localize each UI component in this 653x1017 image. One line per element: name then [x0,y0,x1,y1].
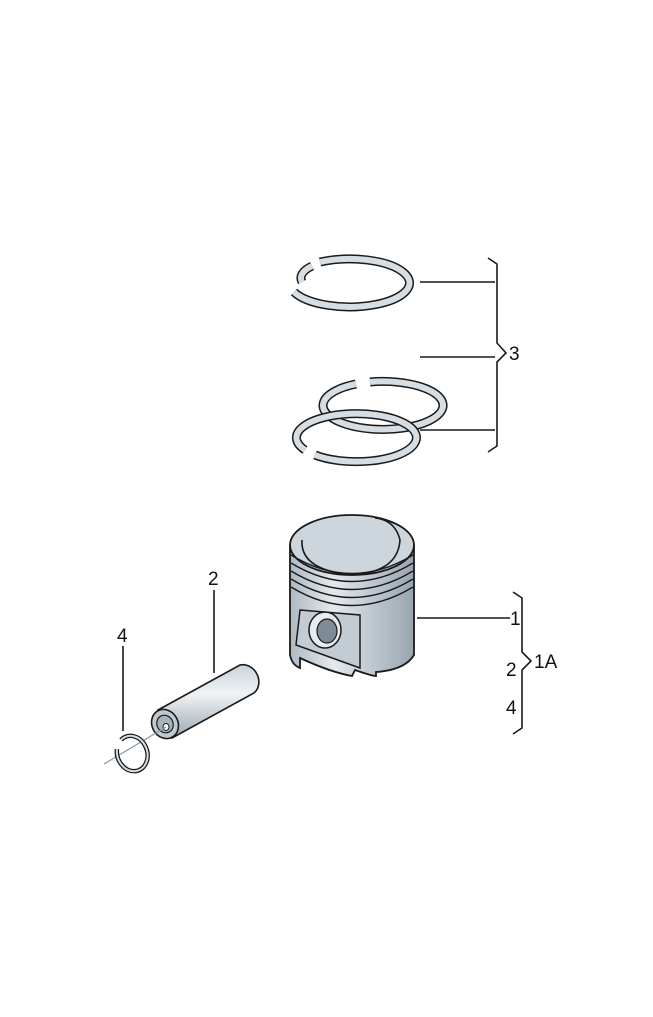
piston-ring-top [290,254,414,312]
callout-1A-2: 2 [506,660,517,681]
ring-leader-lines [420,257,508,453]
piston [289,514,415,678]
callout-1A-4: 4 [506,698,517,719]
callout-1: 1 [510,609,521,630]
callout-2: 2 [208,569,219,590]
piston-pin [150,663,260,740]
piston-ring-bottom [291,409,421,467]
callout-4: 4 [117,626,128,647]
piston-leader-lines [417,591,533,735]
assembly-axis-line [103,726,167,765]
piston-ring-middle [318,376,448,434]
circlip [114,733,150,774]
callout-3: 3 [509,344,520,365]
callout-1A: 1A [534,652,558,673]
